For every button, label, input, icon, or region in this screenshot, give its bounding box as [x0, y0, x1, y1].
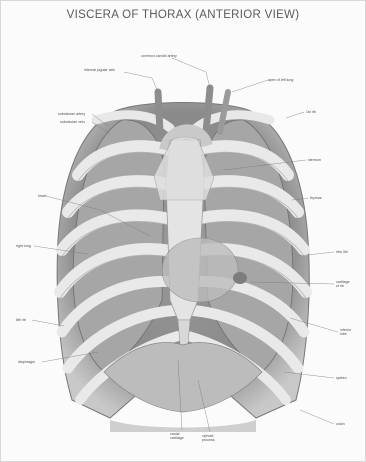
- label-cartilage-rib: cartilage of rib: [336, 280, 350, 288]
- left-common-carotid: [206, 88, 210, 132]
- label-heart: heart: [38, 194, 46, 198]
- label-costal-cartilage: costal cartilage: [170, 432, 184, 440]
- label-ribs-4th: ribs 4th: [336, 250, 348, 254]
- label-sternum: sternum: [308, 158, 321, 162]
- heart: [162, 238, 238, 302]
- label-inferior-lobe: inferior lobe: [340, 328, 351, 336]
- label-eighth-rib: 8th rib: [16, 318, 26, 322]
- label-diaphragm: diaphragm: [18, 360, 35, 364]
- label-first-rib: 1st rib: [306, 110, 316, 114]
- heart-node: [233, 272, 247, 284]
- label-common-carotid: common carotid artery: [141, 54, 177, 58]
- label-xiphoid: xiphoid process: [202, 434, 215, 442]
- label-subclavian-artery: subclavian artery: [58, 112, 85, 116]
- right-common-carotid: [158, 92, 160, 132]
- label-spleen: spleen: [336, 376, 347, 380]
- label-thymus: thymus: [310, 196, 322, 200]
- label-subclavian-vein: subclavian vein: [60, 120, 85, 124]
- label-right-lung: right lung: [16, 244, 31, 248]
- abdomen-bottom: [110, 420, 256, 432]
- xiphoid: [178, 320, 190, 345]
- label-apex-lung: apex of left lung: [268, 78, 293, 82]
- label-colon: colon: [336, 422, 345, 426]
- label-internal-jugular: internal jugular vein: [84, 68, 115, 72]
